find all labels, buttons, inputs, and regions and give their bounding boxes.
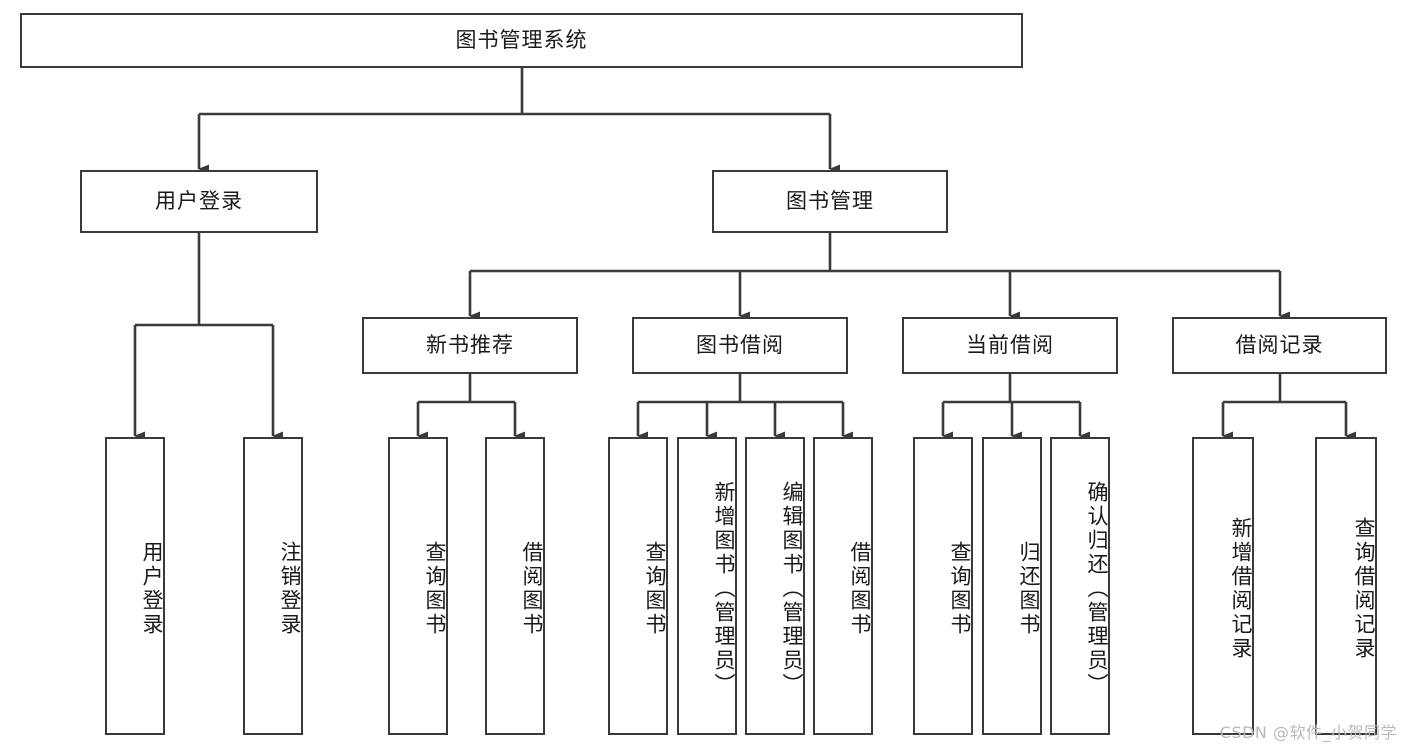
node-leaf-borrow-book-a[interactable]: 借阅图书 [485,437,545,735]
node-leaf-borrow-book-b-label: 借阅图书 [848,541,872,637]
node-leaf-query-book-b-label: 查询图书 [643,541,667,637]
node-leaf-add-borrow-record[interactable]: 新增借阅记录 [1192,437,1254,735]
node-borrowing-records[interactable]: 借阅记录 [1172,317,1387,374]
node-leaf-query-book-a[interactable]: 查询图书 [388,437,448,735]
node-book-management-label: 图书管理 [786,188,874,213]
node-leaf-add-book[interactable]: 新增图书（管理员） [677,437,737,735]
node-leaf-query-book-a-label: 查询图书 [423,541,447,637]
node-user-login[interactable]: 用户登录 [80,170,318,233]
node-leaf-borrow-book-a-label: 借阅图书 [520,541,544,637]
node-leaf-return-book[interactable]: 归还图书 [982,437,1042,735]
node-root[interactable]: 图书管理系统 [20,13,1023,68]
node-leaf-borrow-book-b[interactable]: 借阅图书 [813,437,873,735]
node-user-login-label: 用户登录 [155,188,243,213]
node-leaf-logout-label: 注销登录 [278,541,302,637]
node-leaf-add-borrow-record-label: 新增借阅记录 [1229,517,1253,661]
node-leaf-query-book-b[interactable]: 查询图书 [608,437,668,735]
node-leaf-edit-book-label: 编辑图书（管理员） [780,481,804,697]
node-new-book-recommendation-label: 新书推荐 [426,332,514,357]
node-leaf-query-borrow-record-label: 查询借阅记录 [1352,517,1376,661]
node-book-management[interactable]: 图书管理 [712,170,948,233]
node-new-book-recommendation[interactable]: 新书推荐 [362,317,578,374]
node-leaf-query-book-c-label: 查询图书 [948,541,972,637]
node-leaf-logout[interactable]: 注销登录 [243,437,303,735]
node-leaf-query-borrow-record[interactable]: 查询借阅记录 [1315,437,1377,735]
node-current-borrowing[interactable]: 当前借阅 [902,317,1118,374]
node-leaf-user-login-label: 用户登录 [140,541,164,637]
node-leaf-return-book-label: 归还图书 [1017,541,1041,637]
node-book-borrowing-label: 图书借阅 [696,332,784,357]
node-leaf-confirm-return[interactable]: 确认归还（管理员） [1050,437,1110,735]
node-root-label: 图书管理系统 [455,27,588,52]
node-leaf-add-book-label: 新增图书（管理员） [712,481,736,697]
node-leaf-query-book-c[interactable]: 查询图书 [913,437,973,735]
node-borrowing-records-label: 借阅记录 [1235,332,1324,357]
node-book-borrowing[interactable]: 图书借阅 [632,317,848,374]
node-current-borrowing-label: 当前借阅 [966,332,1054,357]
node-leaf-edit-book[interactable]: 编辑图书（管理员） [745,437,805,735]
node-leaf-confirm-return-label: 确认归还（管理员） [1085,481,1109,697]
node-leaf-user-login[interactable]: 用户登录 [105,437,165,735]
